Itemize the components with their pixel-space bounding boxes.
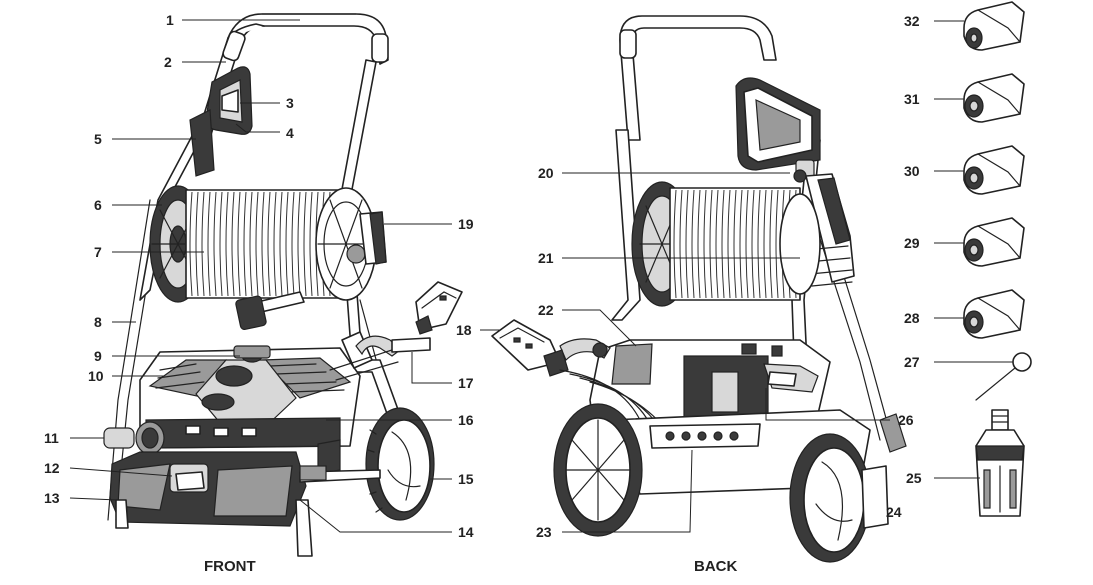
- callout-1: 1: [166, 12, 174, 28]
- callout-32: 32: [904, 13, 920, 29]
- turbo-nozzle: [975, 409, 1025, 517]
- callout-8: 8: [94, 314, 102, 330]
- callout-20: 20: [538, 165, 554, 181]
- callout-15: 15: [458, 471, 474, 487]
- callout-25: 25: [906, 470, 922, 486]
- callout-13: 13: [44, 490, 60, 506]
- back-handle: [619, 15, 777, 141]
- leader-lines: [69, 19, 1013, 533]
- callout-30: 30: [904, 163, 920, 179]
- callout-10: 10: [88, 368, 104, 384]
- handle-grip-left: [222, 30, 246, 62]
- callout-23: 23: [536, 524, 552, 540]
- callout-16: 16: [458, 412, 474, 428]
- callout-29: 29: [904, 235, 920, 251]
- callout-27: 27: [904, 354, 920, 370]
- callout-22: 22: [538, 302, 554, 318]
- callout-labels: 1 2 3 4 5 6 7 8 9 10 11 12 13 14 15 16 1…: [44, 12, 922, 540]
- hose-connector: [391, 337, 431, 353]
- callout-18: 18: [456, 322, 472, 338]
- callout-5: 5: [94, 131, 102, 147]
- back-spray-gun-holder: [735, 77, 821, 183]
- nozzle-cleaning-tool: [975, 352, 1032, 401]
- nozzle-tip-29: [963, 217, 1025, 267]
- callout-31: 31: [904, 91, 920, 107]
- nozzle-tip-32: [963, 1, 1025, 51]
- front-foot-right: [295, 499, 313, 557]
- callout-11: 11: [44, 430, 59, 446]
- nozzle-tip-30: [963, 145, 1025, 195]
- callout-3: 3: [286, 95, 294, 111]
- callout-7: 7: [94, 244, 102, 260]
- caption-back: BACK: [694, 558, 737, 575]
- back-hose-reel: [631, 181, 821, 307]
- back-power-cord-plug: [491, 319, 669, 433]
- callout-6: 6: [94, 197, 102, 213]
- callout-14: 14: [458, 524, 474, 540]
- nozzle-tip-31: [963, 73, 1025, 123]
- front-base-tray: [109, 451, 313, 557]
- callout-24: 24: [886, 504, 902, 520]
- callout-17: 17: [458, 375, 474, 391]
- callout-9: 9: [94, 348, 102, 364]
- handle-grip-right: [371, 33, 389, 63]
- back-wheel-left: [553, 403, 643, 537]
- spray-wand-holder: [805, 173, 855, 283]
- front-hose-reel: [149, 185, 387, 303]
- callout-4: 4: [286, 125, 294, 141]
- power-cord-plug: [415, 281, 463, 335]
- back-handle-grip: [619, 29, 637, 59]
- front-foot-left: [115, 499, 129, 529]
- back-inlet: [879, 413, 907, 453]
- back-wheel-right: [789, 433, 871, 563]
- callout-26: 26: [898, 412, 914, 428]
- callout-12: 12: [44, 460, 60, 476]
- caption-front: FRONT: [204, 558, 256, 575]
- spray-gun-holder: [189, 66, 253, 177]
- callout-19: 19: [458, 216, 474, 232]
- front-wheel: [365, 407, 435, 521]
- callout-28: 28: [904, 310, 920, 326]
- front-view: [103, 13, 463, 557]
- callout-21: 21: [538, 250, 554, 266]
- back-view: [491, 15, 907, 563]
- knob: [215, 365, 253, 387]
- back-frame-left-rail: [611, 129, 641, 321]
- back-foot: [861, 465, 889, 529]
- nozzle-tip-28: [963, 289, 1025, 339]
- callout-2: 2: [164, 54, 172, 70]
- nozzle-tips: [963, 1, 1025, 339]
- front-engine-body: [139, 345, 361, 449]
- water-inlet: [103, 421, 165, 455]
